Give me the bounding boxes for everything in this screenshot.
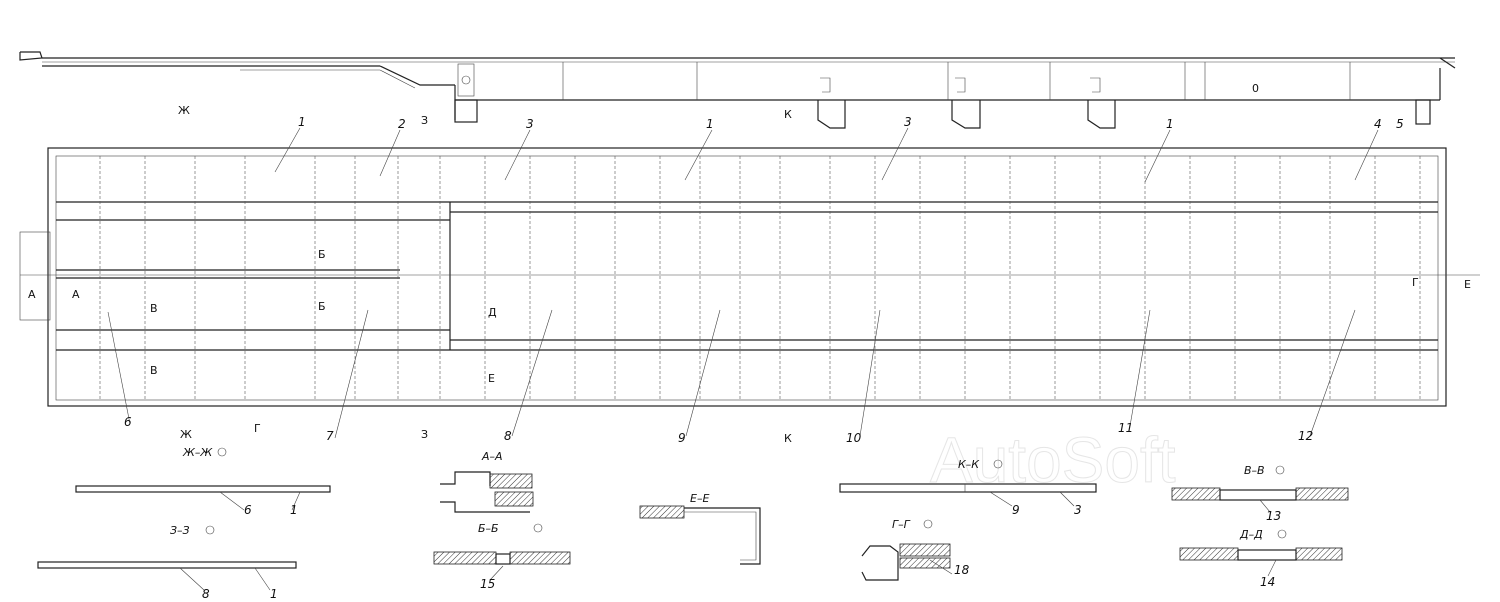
section-mark-b-bottom: Б [318,300,326,313]
svg-text:А–А: А–А [481,450,503,463]
callout-18: 18 [954,563,970,577]
section-v-v: В–В 13 [1171,464,1349,523]
svg-text:0: 0 [1252,82,1259,95]
section-mark-e-inner: Е [488,372,495,385]
callout-4: 4 [1374,117,1382,131]
callout-8: 8 [504,429,512,443]
callout-9-k: 9 [1012,503,1020,517]
callout-12: 12 [1298,429,1313,443]
callout-1-z: 1 [270,587,278,601]
callout-3-k: 3 [1074,503,1082,517]
callout-8-z: 8 [202,587,210,601]
callout-6-zh: 6 [244,503,252,517]
svg-text:Б–Б: Б–Б [478,522,499,535]
plan-view [19,147,1480,407]
callout-1-a: 1 [298,115,306,129]
callout-10: 10 [846,431,862,445]
section-b-b: Б–Б 15 [433,522,571,591]
callout-15: 15 [480,577,495,591]
svg-text:Д–Д: Д–Д [1239,528,1263,541]
callout-1-zh: 1 [290,503,298,517]
callout-11: 11 [1118,421,1133,435]
section-mark-a-left: А [28,288,36,301]
section-mark-z-top: З [421,114,428,127]
callout-5: 5 [1396,117,1404,131]
section-mark-k-top: К [784,108,792,121]
section-mark-z-bottom: З [421,428,428,441]
section-k-k: К–К 9 3 [839,458,1097,517]
callout-14: 14 [1260,575,1275,589]
section-mark-d: Д [488,306,497,319]
section-mark-g-right: Г [1412,276,1419,289]
section-d-d: Д–Д 14 [1179,528,1343,589]
callout-2: 2 [398,117,406,131]
section-mark-k-bottom: К [784,432,792,445]
section-g-g: Г–Г 18 [861,518,970,581]
section-mark-v-top: В [150,302,158,315]
section-mark-v-bottom: В [150,364,158,377]
callout-1-b: 1 [706,117,714,131]
svg-text:Г–Г: Г–Г [892,518,911,531]
callout-6: 6 [124,415,132,429]
callout-1-c: 1 [1166,117,1174,131]
svg-text:К–К: К–К [958,458,980,471]
section-mark-e-right: Е [1464,278,1471,291]
callout-9: 9 [678,431,686,445]
section-mark-zh-top: Ж [178,104,190,117]
callout-7: 7 [326,429,334,443]
section-mark-b-top: Б [318,248,326,261]
section-a-a: А–А [440,450,534,513]
svg-text:З–З: З–З [170,524,190,537]
callouts: 1 2 3 1 3 1 4 5 6 7 8 9 10 11 12 [107,115,1404,445]
section-markers: Ж Ж З З К К А А Б Б В В Г Г Д Е Е [28,104,1471,445]
side-elevation-view: 0 [19,51,1456,129]
section-z-z: З–З 8 1 [37,524,297,601]
svg-text:Ж–Ж: Ж–Ж [182,446,213,459]
section-mark-g-bottom: Г [254,422,261,435]
section-zh-zh: Ж–Ж 6 1 [75,446,331,517]
callout-3-b: 3 [904,115,912,129]
svg-text:Е–Е: Е–Е [690,492,709,505]
section-e-e: Е–Е [639,492,761,565]
callout-13: 13 [1266,509,1281,523]
section-mark-a-right: А [72,288,80,301]
callout-3-a: 3 [526,117,534,131]
section-mark-zh-bottom: Ж [180,428,192,441]
svg-text:В–В: В–В [1244,464,1265,477]
